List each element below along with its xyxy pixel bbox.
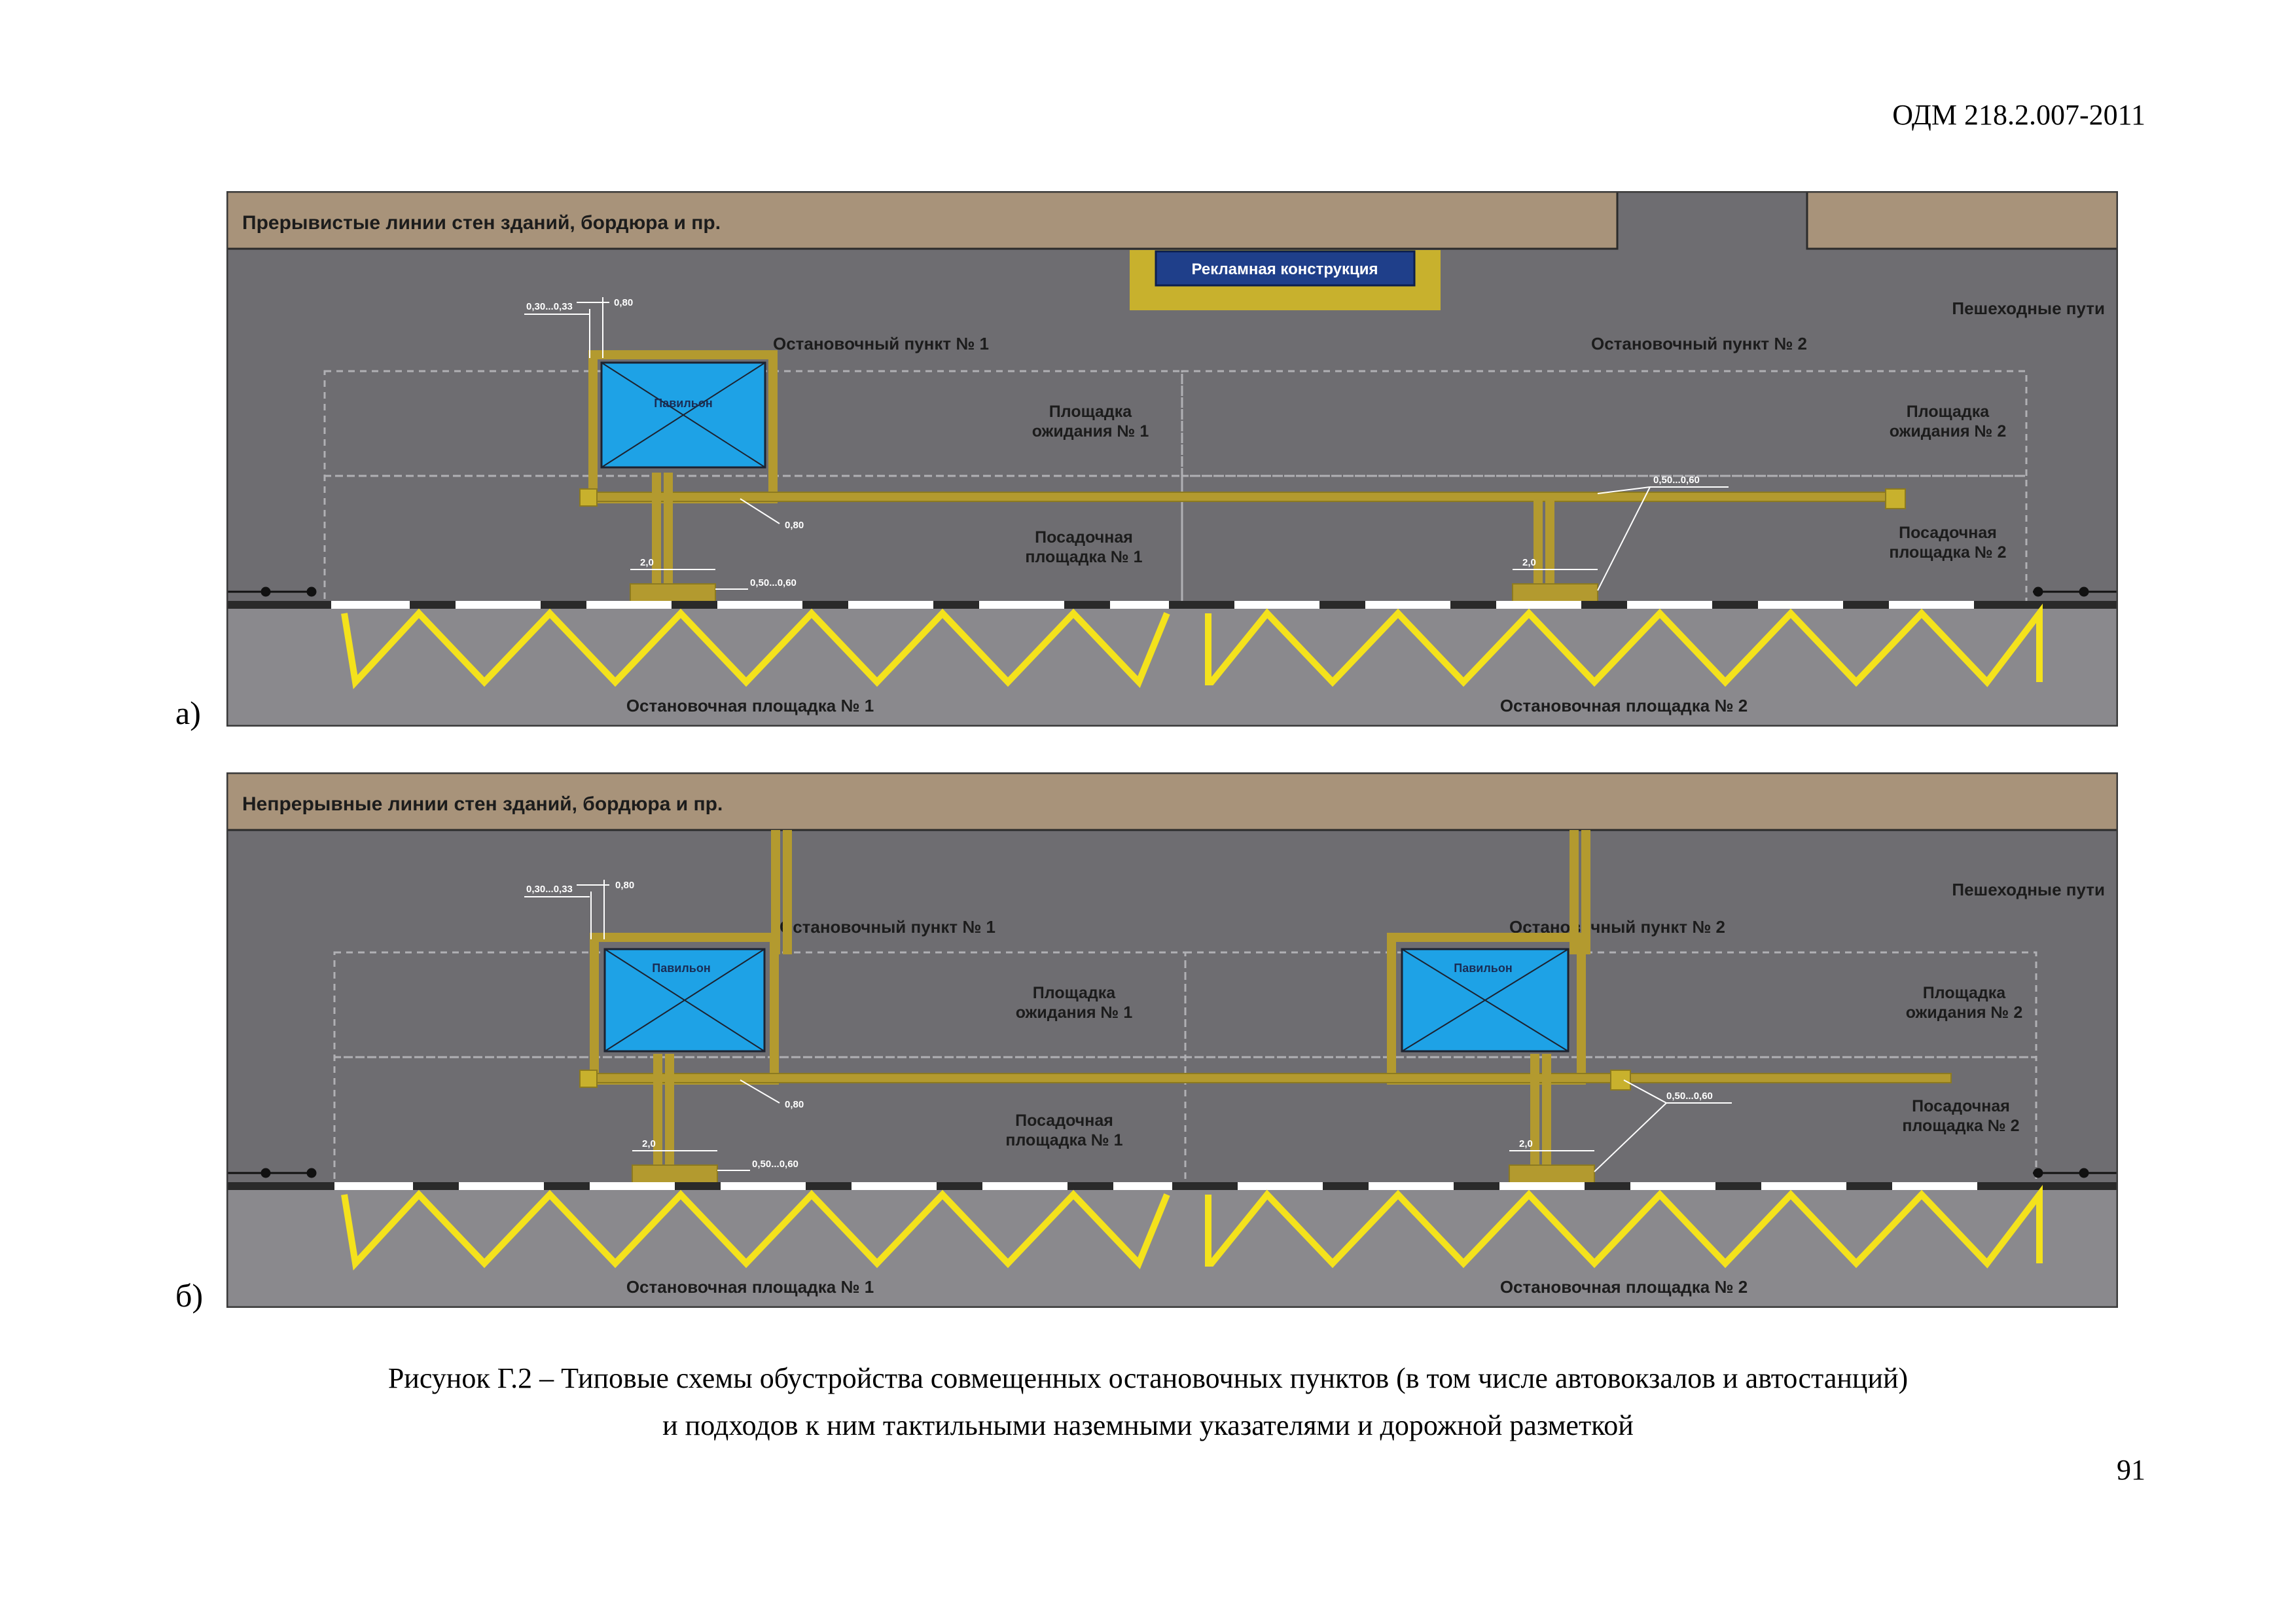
pavilion-1-label: Павильон: [652, 962, 710, 975]
zigzag-marking-2: [1205, 604, 2043, 687]
sidewalk-area: [226, 772, 2118, 1186]
waiting-1-label: Площадка: [1049, 403, 1132, 421]
figure-panel-a: Прерывистые линии стен зданий, бордюра и…: [226, 191, 2118, 727]
figure-panel-b: Непрерывные линии стен зданий, бордюра и…: [226, 772, 2118, 1308]
roadway: [226, 1190, 2118, 1308]
dim-2-0-right: 2,0: [1519, 1138, 1533, 1149]
zigzag-marking-1: [341, 1189, 1170, 1271]
boarding-2-label: Посадочная: [1912, 1097, 2010, 1115]
advertising-label: Рекламная конструкция: [1191, 261, 1378, 278]
dim-2-0-left: 2,0: [642, 1138, 656, 1149]
building-strip-right: [1806, 191, 2118, 250]
waiting-2-label-2: ожидания № 2: [1906, 1003, 2023, 1022]
tactile-vertical-left: [652, 473, 661, 600]
panel-label-a: а): [175, 695, 201, 731]
roadway: [226, 609, 2118, 727]
pedestrian-paths-label: Пешеходные пути: [1952, 880, 2105, 899]
advertising-construction: [1155, 250, 1416, 287]
building-line-title: Прерывистые линии стен зданий, бордюра и…: [242, 212, 721, 234]
dim-080-mid: 0,80: [785, 520, 804, 531]
tactile-vertical-right: [1534, 496, 1543, 600]
stop-point-1-label: Остановочный пункт № 1: [773, 334, 989, 353]
stop-area-1-label: Остановочная площадка № 1: [626, 696, 874, 715]
caption-line-1: Рисунок Г.2 – Типовые схемы обустройства…: [387, 1362, 1909, 1394]
tactile-vertical-right: [1530, 1054, 1539, 1182]
stop-area-1-label: Остановочная площадка № 1: [626, 1277, 874, 1297]
stop-point-2-label: Остановочный пункт № 2: [1591, 334, 1807, 353]
waiting-2-label: Площадка: [1907, 403, 1990, 421]
building-strip-left: [226, 191, 1619, 250]
stop-area-2-label: Остановочная площадка № 2: [1500, 1277, 1748, 1297]
boarding-1-label: Посадочная: [1035, 528, 1133, 547]
waiting-zone-2: [1181, 370, 2028, 477]
waiting-1-label-2: ожидания № 1: [1032, 422, 1149, 441]
building-strip: [226, 772, 2118, 831]
waiting-1-label-2: ожидания № 1: [1016, 1003, 1133, 1022]
zigzag-marking-1: [341, 608, 1170, 689]
boarding-1-label-2: площадка № 1: [1025, 548, 1142, 566]
dim-080-top: 0,80: [614, 297, 633, 308]
dim-030-033: 0,30...0,33: [526, 884, 573, 895]
boarding-2-label-2: площадка № 2: [1889, 543, 2006, 562]
boarding-2-label: Посадочная: [1899, 524, 1997, 542]
caption-line-2: и подходов к ним тактильными наземными у…: [662, 1409, 1634, 1441]
pavilion-1-label: Павильон: [654, 397, 712, 410]
panel-label-b: б): [175, 1277, 204, 1314]
tactile-vertical-left: [653, 1054, 662, 1182]
dim-050-060-right: 0,50...0,60: [1653, 475, 1700, 486]
dim-030-033: 0,30...0,33: [526, 301, 573, 312]
boarding-pad-2: [1509, 1164, 1595, 1185]
page-number: 91: [2117, 1454, 2145, 1486]
tactile-guide-path: [589, 492, 1893, 502]
boarding-1-label: Посадочная: [1015, 1111, 1113, 1130]
tactile-guide-path: [589, 1073, 1952, 1083]
zigzag-marking-2: [1205, 1185, 2043, 1269]
pavilion-2-label: Павильон: [1454, 962, 1512, 975]
waiting-2-label: Площадка: [1923, 984, 2006, 1002]
dim-050-060-right: 0,50...0,60: [1666, 1091, 1713, 1102]
stop-area-2-label: Остановочная площадка № 2: [1500, 696, 1748, 715]
dim-050-060-left: 0,50...0,60: [752, 1159, 798, 1170]
dim-2-0-left: 2,0: [640, 557, 654, 568]
stop-point-1-label: Остановочный пункт № 1: [780, 917, 996, 937]
boarding-pad-1: [632, 1164, 718, 1185]
building-line-title: Непрерывные линии стен зданий, бордюра и…: [242, 793, 723, 815]
dim-080-mid: 0,80: [785, 1099, 804, 1110]
dim-050-060-left: 0,50...0,60: [750, 577, 797, 588]
figure-caption: Рисунок Г.2 – Типовые схемы обустройства…: [0, 1355, 2296, 1449]
boarding-1-label-2: площадка № 1: [1005, 1131, 1122, 1149]
tactile-from-building-2: [1570, 830, 1579, 954]
waiting-2-label-2: ожидания № 2: [1890, 422, 2007, 441]
pedestrian-paths-label: Пешеходные пути: [1952, 298, 2105, 318]
dim-2-0-right: 2,0: [1522, 557, 1536, 568]
boarding-pad-1: [630, 583, 716, 604]
boarding-pad-2: [1512, 583, 1598, 604]
boarding-2-label-2: площадка № 2: [1902, 1117, 2019, 1135]
tactile-from-building-1: [771, 830, 780, 954]
dim-080-top: 0,80: [615, 880, 634, 891]
document-code: ОДМ 218.2.007-2011: [1892, 99, 2145, 131]
waiting-1-label: Площадка: [1033, 984, 1116, 1002]
